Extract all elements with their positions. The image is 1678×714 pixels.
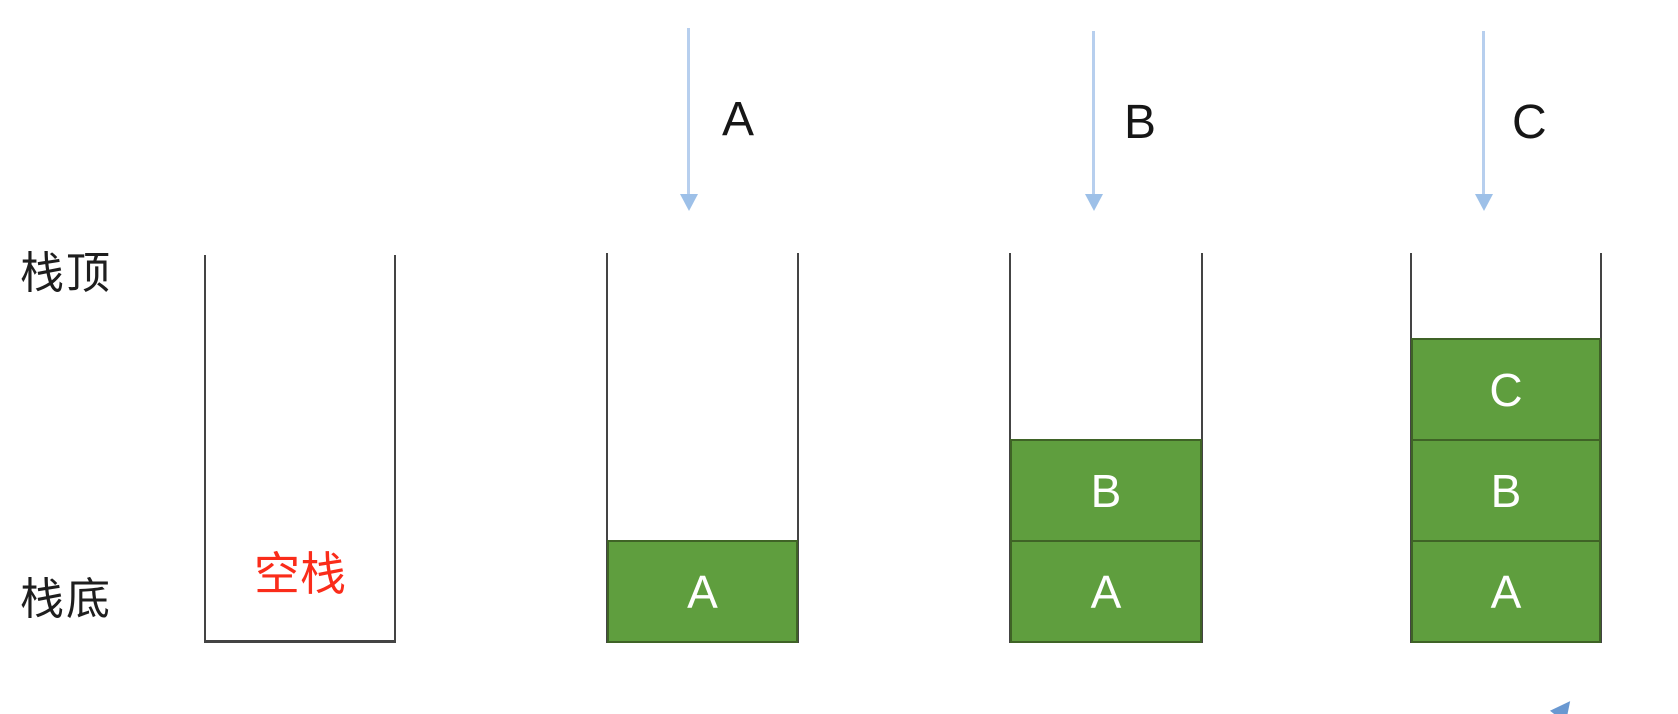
push-arrow-c-head-icon [1475,194,1493,211]
push-arrow-b-icon [1092,31,1095,196]
stack-block-c: C [1411,338,1601,441]
stack-container-push-a: A [606,253,799,643]
stack-container-push-b: B A [1009,253,1203,643]
stack-container-empty: 空栈 [204,255,396,643]
push-arrow-b-head-icon [1085,194,1103,211]
stack-block-a: A [607,540,798,643]
push-arrow-b-label: B [1124,96,1157,149]
push-arrow-a-icon [687,28,690,196]
push-arrow-c-label: C [1512,96,1547,149]
stack-top-label: 栈顶 [20,249,112,298]
stack-block-b: B [1010,439,1202,542]
cropped-arrow-tip-icon [1549,694,1579,714]
stack-block-a: A [1010,540,1202,643]
push-arrow-c-icon [1482,31,1485,196]
stack-block-b: B [1411,439,1601,542]
stack-container-push-c: C B A [1410,253,1602,643]
stack-bottom-label: 栈底 [20,575,112,624]
stack-block-a: A [1411,540,1601,643]
push-arrow-a-head-icon [680,194,698,211]
empty-stack-label: 空栈 [254,548,346,600]
push-arrow-a-label: A [722,93,755,146]
